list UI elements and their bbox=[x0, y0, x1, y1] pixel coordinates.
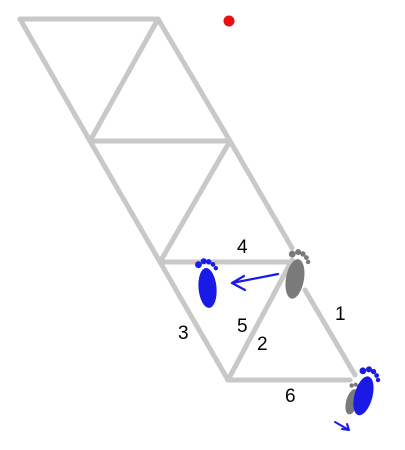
lattice bbox=[17, 16, 358, 383]
lattice-edge bbox=[225, 257, 295, 383]
lattice-edge bbox=[87, 16, 161, 144]
arrow-icon bbox=[334, 421, 350, 431]
edge-label-6: 6 bbox=[285, 386, 296, 407]
edge-label-5: 5 bbox=[237, 316, 248, 337]
edge-label-4: 4 bbox=[237, 237, 248, 258]
edge-label-1: 1 bbox=[335, 304, 346, 325]
lattice-edge bbox=[302, 287, 358, 378]
lattice-edge bbox=[157, 259, 231, 383]
lattice-edge bbox=[157, 138, 233, 265]
footprint-icon bbox=[194, 257, 222, 309]
edge-label-2: 2 bbox=[257, 334, 268, 355]
lattice-edge bbox=[227, 138, 295, 251]
lattice-edge bbox=[87, 138, 163, 265]
lattice-edge bbox=[17, 16, 93, 144]
red-dot-marker bbox=[223, 15, 235, 27]
arrow-icon bbox=[230, 272, 280, 292]
lattice-edge bbox=[155, 16, 233, 144]
edge-label-3: 3 bbox=[178, 323, 189, 344]
